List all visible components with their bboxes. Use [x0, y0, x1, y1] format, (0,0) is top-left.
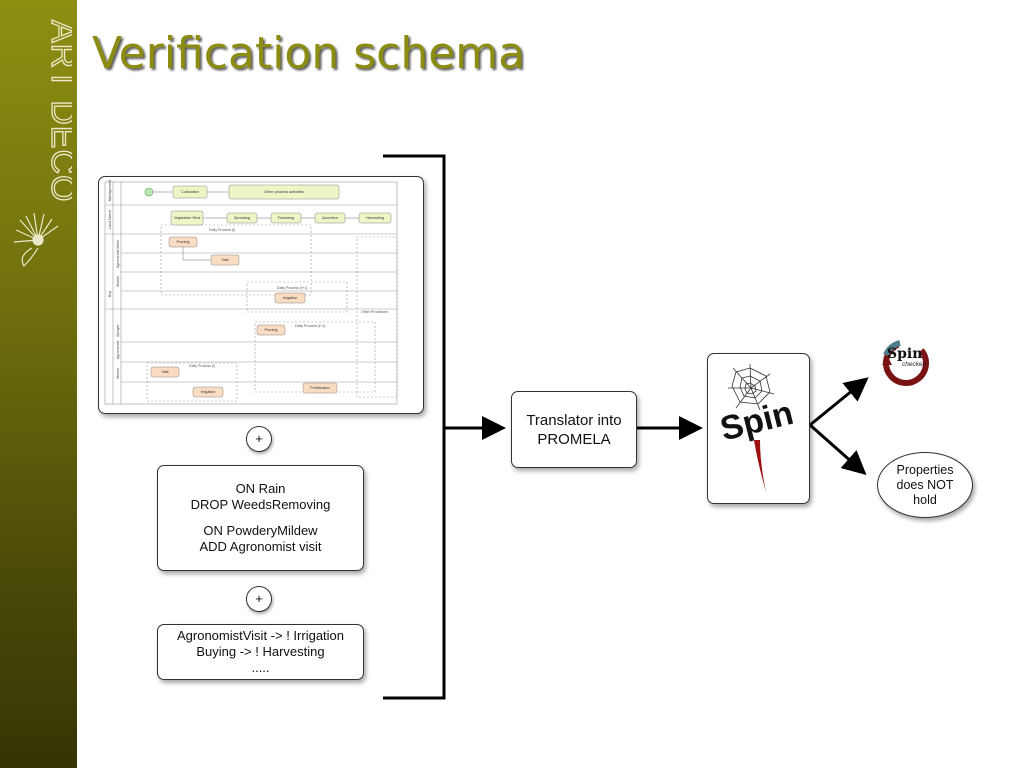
task-label: Irrigation	[283, 296, 298, 300]
lane-label: Sprayer	[116, 324, 120, 337]
task-label: Pruning	[176, 240, 189, 244]
plus-connector: +	[246, 426, 272, 452]
rule-line: DROP WeedsRemoving	[190, 497, 331, 512]
slide-title: Verification schema	[92, 28, 526, 79]
task-label: Pruning	[264, 328, 277, 332]
adaptation-rules-box: ON Rain DROP WeedsRemoving ON PowderyMil…	[157, 465, 364, 571]
art-deco-logo: ART DECO	[13, 19, 72, 267]
subprocess-label: Daily Process (t)	[209, 228, 235, 232]
task-label: Other process activities	[264, 190, 304, 194]
task-label: Harvesting	[366, 216, 384, 220]
property-line: AgronomistVisit -> ! Irrigation	[176, 628, 345, 643]
rule-line: ADD Agronomist visit	[199, 539, 322, 554]
promela-translator-box: Translator into PROMELA	[511, 391, 637, 468]
sunburst-icon	[13, 212, 59, 267]
spin-tail	[754, 440, 766, 492]
rule-line: ON PowderyMildew	[203, 523, 318, 538]
translator-line: Translator into	[526, 411, 622, 429]
subprocess-label: Daily Process (t)	[189, 364, 215, 368]
subprocess-label: Daily Process (t+1)	[295, 324, 325, 328]
lane-label: Worker	[116, 367, 120, 379]
failure-line: does NOT	[896, 477, 954, 492]
start-event	[144, 187, 154, 197]
spin-checked-badge: Spin checked	[874, 337, 940, 389]
task-label: Cultivation	[181, 190, 199, 194]
lane-label: Agronomist	[116, 250, 120, 268]
lane-label: Seller	[116, 239, 120, 249]
rule-line: ON Rain	[235, 481, 286, 496]
plus-connector: +	[246, 586, 272, 612]
translator-line: PROMELA	[537, 430, 611, 448]
lane-label: Buy	[108, 291, 112, 297]
spin-checked-sub: checked	[902, 361, 927, 368]
arrow-to-success	[809, 377, 869, 427]
task-label: Flowering	[278, 216, 294, 220]
spin-checked-main: Spin	[887, 346, 923, 362]
property-line: Buying -> ! Harvesting	[196, 644, 325, 659]
subprocess-label: Other Processes	[361, 310, 388, 314]
task-label: Accretion	[322, 216, 338, 220]
lane-label: Agronomist	[116, 341, 120, 359]
logo-text: ART DECO	[44, 20, 72, 202]
ltl-properties-box: AgronomistVisit -> ! Irrigation Buying -…	[157, 624, 364, 680]
arrow-to-failure	[809, 423, 867, 475]
bpmn-diagram: Management Land Owner Seller Agronomist …	[104, 180, 398, 405]
spin-model-checker-box: Spin	[707, 353, 810, 504]
task-label: Sprouting	[234, 216, 250, 220]
spin-logo-icon: Spin	[716, 363, 797, 492]
bpmn-process-thumbnail: Management Land Owner Seller Agronomist …	[98, 176, 424, 414]
task-label: Visit	[161, 370, 169, 374]
lane-label: Worker	[116, 275, 120, 287]
subprocess-label: Daily Process (t+1)	[277, 286, 307, 290]
properties-fail-ellipse: Properties does NOT hold	[877, 452, 973, 518]
sidebar: ART DECO	[0, 0, 77, 768]
task-label: Irrigation	[201, 390, 216, 394]
task-label: Fertilization	[310, 386, 329, 390]
lane-label: Land Owner	[108, 209, 112, 229]
failure-line: Properties	[896, 462, 954, 477]
task-label: Vegetative Rest	[174, 216, 202, 220]
task-label: Visit	[221, 258, 229, 262]
property-line: .....	[251, 660, 270, 675]
failure-line: hold	[913, 492, 937, 507]
lane-label: Management	[108, 180, 112, 201]
